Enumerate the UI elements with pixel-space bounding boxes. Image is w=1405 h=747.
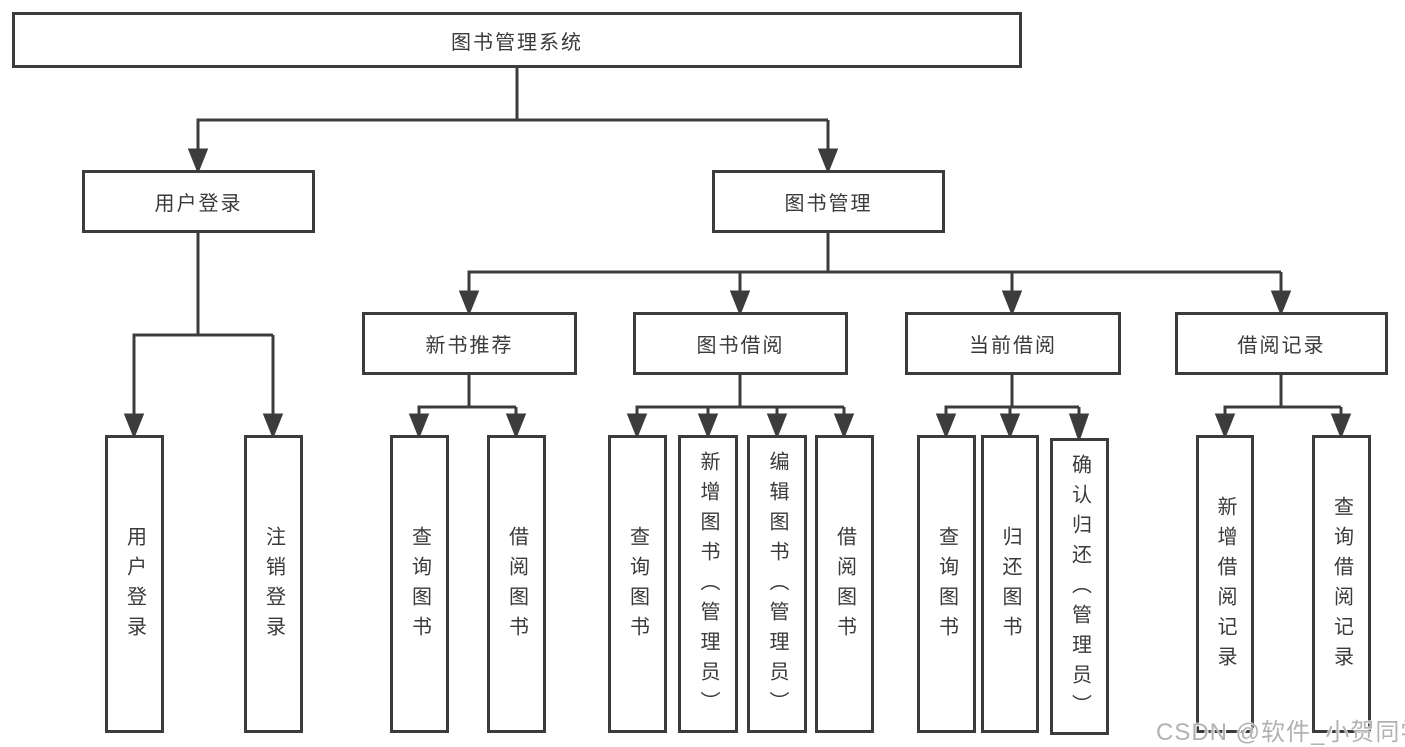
leaf-add-book-admin: 新增图书（管理员）	[678, 435, 738, 733]
node-library-management-system: 图书管理系统	[12, 12, 1022, 68]
leaf-borrow-books-recommend: 借阅图书	[487, 435, 546, 733]
connector-book-borrowing-children	[626, 375, 855, 440]
leaf-borrow-books-borrowing: 借阅图书	[815, 435, 874, 733]
node-book-management: 图书管理	[712, 170, 945, 233]
leaf-return-book: 归还图书	[981, 435, 1039, 733]
connector-user-login-children	[123, 233, 284, 440]
connector-current-borrowing-children	[935, 375, 1090, 443]
connector-book-management-children	[458, 233, 1292, 317]
leaf-edit-book-admin: 编辑图书（管理员）	[747, 435, 807, 733]
leaf-user-login: 用户登录	[105, 435, 164, 733]
connector-root-to-level2	[187, 68, 839, 175]
leaf-confirm-return-admin: 确认归还（管理员）	[1050, 438, 1109, 735]
leaf-query-borrow-record: 查询借阅记录	[1312, 435, 1371, 733]
node-user-login: 用户登录	[82, 170, 315, 233]
leaf-query-books-current: 查询图书	[917, 435, 976, 733]
leaf-query-books-recommend: 查询图书	[390, 435, 449, 733]
node-book-borrowing: 图书借阅	[633, 312, 848, 375]
connector-borrowing-records-children	[1214, 375, 1352, 440]
leaf-query-books-borrowing: 查询图书	[608, 435, 667, 733]
csdn-watermark: CSDN @软件_小贺同学	[1156, 719, 1405, 746]
connector-new-book-recommend-children	[408, 375, 527, 440]
leaf-add-borrow-record: 新增借阅记录	[1196, 435, 1254, 733]
leaf-logout: 注销登录	[244, 435, 303, 733]
node-borrowing-records: 借阅记录	[1175, 312, 1388, 375]
node-current-borrowing: 当前借阅	[905, 312, 1121, 375]
node-new-book-recommend: 新书推荐	[362, 312, 577, 375]
